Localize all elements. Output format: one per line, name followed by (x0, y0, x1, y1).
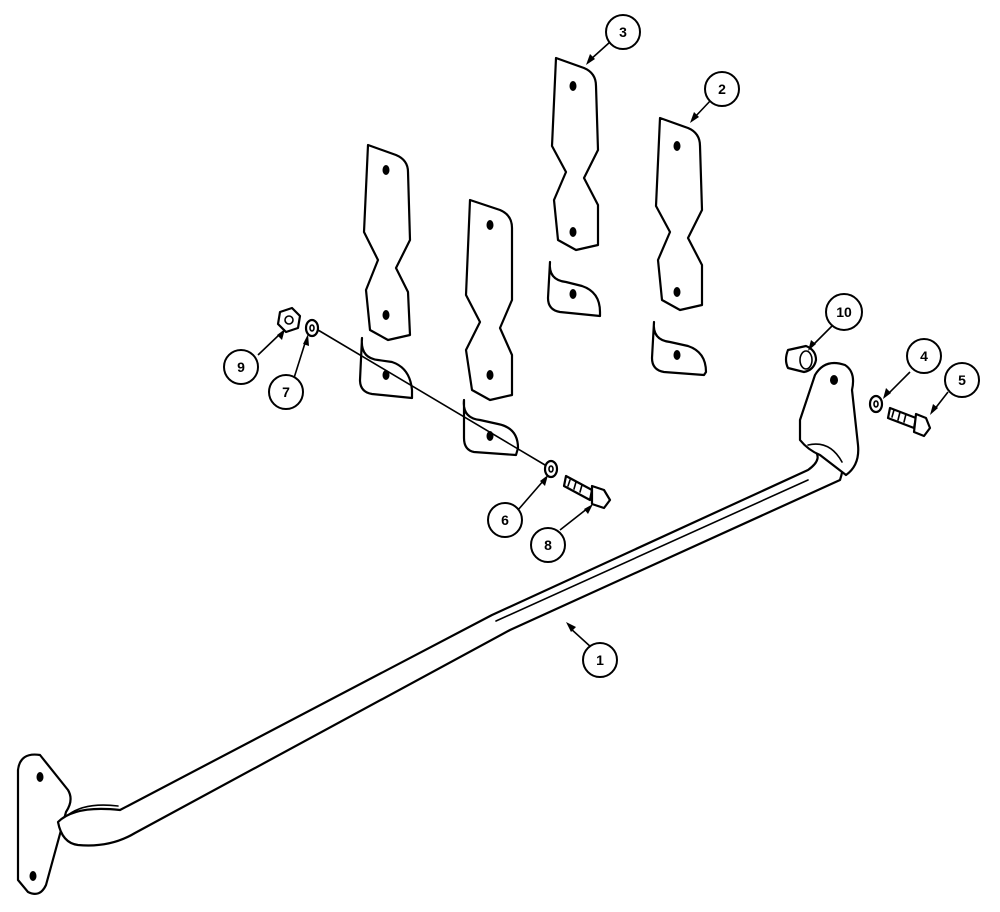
callout-10: 10 (825, 293, 863, 331)
bushing (784, 344, 818, 374)
callout-6: 6 (487, 502, 523, 538)
bracket-center (462, 198, 520, 457)
callout-3: 3 (605, 14, 641, 50)
svg-text:2: 2 (718, 81, 726, 97)
callout-leaders (257, 41, 949, 649)
svg-text:9: 9 (237, 359, 245, 375)
callout-8: 8 (530, 527, 566, 563)
bolt-right (886, 406, 932, 438)
svg-text:6: 6 (501, 512, 509, 528)
svg-text:4: 4 (920, 348, 928, 364)
svg-text:10: 10 (836, 304, 852, 320)
svg-text:5: 5 (958, 372, 966, 388)
callout-9: 9 (223, 349, 259, 385)
svg-text:1: 1 (596, 652, 604, 668)
callout-1: 1 (582, 642, 618, 678)
bolt-center (562, 474, 612, 510)
callout-7: 7 (268, 374, 304, 410)
washer-right (868, 394, 884, 414)
svg-text:8: 8 (544, 537, 552, 553)
nut-left (276, 306, 302, 334)
svg-text:7: 7 (282, 384, 290, 400)
washer-left (304, 318, 320, 338)
bracket-rear (546, 56, 602, 318)
svg-text:3: 3 (619, 24, 627, 40)
callout-2: 2 (704, 71, 740, 107)
rail-part (16, 361, 860, 895)
callout-5: 5 (944, 362, 980, 398)
washer-center (543, 459, 559, 479)
callout-4: 4 (906, 338, 942, 374)
bracket-left (358, 143, 414, 400)
assembly-line (317, 329, 546, 466)
bracket-right (650, 116, 708, 377)
